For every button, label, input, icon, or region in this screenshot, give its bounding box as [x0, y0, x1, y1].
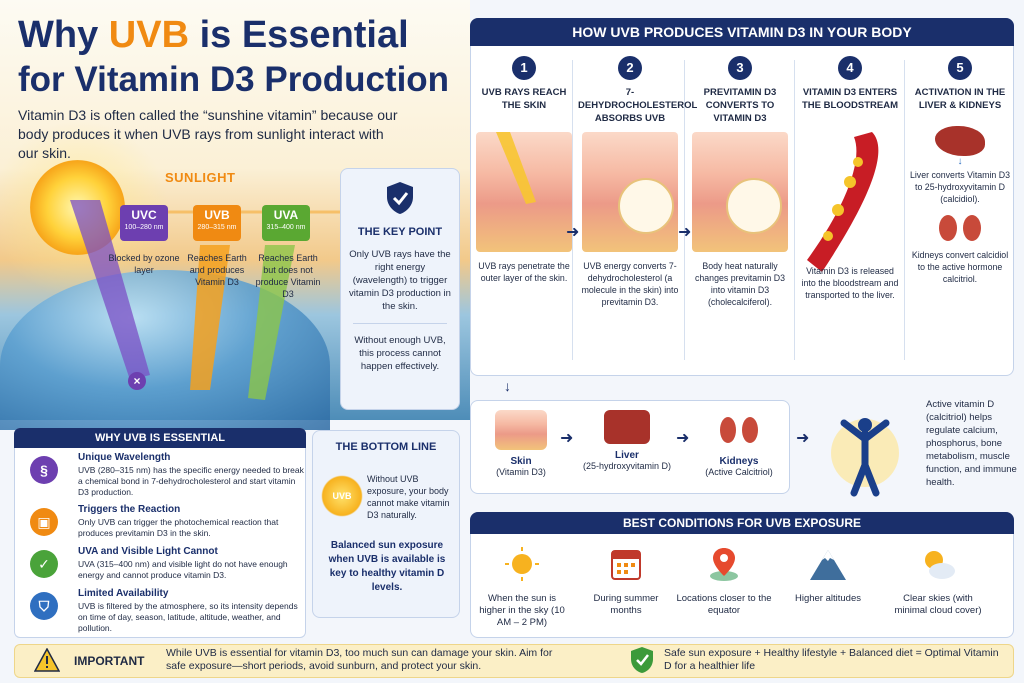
- shield-icon: ⛉: [30, 592, 58, 620]
- shield-check-icon: [631, 647, 653, 673]
- molecule-skin-illustration: [582, 132, 678, 252]
- arrow-right-icon: ➜: [566, 224, 580, 241]
- why-item: § Unique Wavelength UVB (280–315 nm) has…: [26, 452, 306, 497]
- step-number: 3: [728, 56, 752, 80]
- step-1: 1 UVB RAYS REACH THE SKIN UVB rays penet…: [472, 56, 576, 284]
- step-desc: Vitamin D3 is released into the bloodstr…: [801, 266, 899, 300]
- step-2: 2 7-DEHYDROCHOLESTEROL ABSORBS UVB UVB e…: [578, 56, 698, 308]
- best-conditions-title: BEST CONDITIONS FOR UVB EXPOSURE: [470, 512, 1014, 534]
- band-uva-note: Reaches Earth but does not produce Vitam…: [255, 253, 321, 299]
- page-title-line2: for Vitamin D3 Production: [18, 60, 450, 99]
- why-item: ✓ UVA and Visible Light Cannot UVA (315–…: [26, 546, 306, 590]
- mountain-icon: [810, 550, 846, 580]
- step-desc: UVB energy converts 7-dehydrocholesterol…: [581, 261, 679, 307]
- title-highlight: UVB: [108, 14, 190, 56]
- uva-ray: [248, 245, 295, 400]
- step-5: 5 ACTIVATION IN THE LIVER & KIDNEYS ↓ Li…: [908, 56, 1012, 285]
- why-uvb-title: WHY UVB IS ESSENTIAL: [14, 428, 306, 448]
- blood-vessel-illustration: [807, 132, 879, 272]
- bottom-line-text: Without UVB exposure, your body cannot m…: [367, 474, 450, 520]
- arrow-right-icon: ➜: [678, 224, 692, 241]
- why-item: ▣ Triggers the Reaction Only UVB can tri…: [26, 504, 306, 548]
- vitamin-d3-skin-illustration: [692, 132, 788, 252]
- bottom-line-title: THE BOTTOM LINE: [335, 441, 437, 453]
- page-title: Why UVB is Essential: [18, 14, 409, 56]
- key-point-card: THE KEY POINT Only UVB rays have the rig…: [340, 168, 460, 410]
- healthy-formula-text: Safe sun exposure + Healthy lifestyle + …: [664, 647, 999, 672]
- check-icon: ✓: [30, 550, 58, 578]
- skin-icon: [495, 410, 547, 450]
- key-point-text: Only UVB rays have the right energy (wav…: [349, 249, 451, 312]
- uvb-ray: [190, 245, 230, 390]
- step-desc: UVB rays penetrate the outer layer of th…: [478, 261, 570, 283]
- kidney-desc: Kidneys convert calcidiol to the active …: [911, 250, 1009, 284]
- map-pin-icon: [710, 548, 738, 581]
- partly-cloudy-icon: [925, 551, 955, 579]
- band-uvc-note: Blocked by ozone layer: [108, 253, 180, 275]
- condition-item: Clear skies (with minimal cloud cover): [890, 546, 986, 617]
- skin-uvb-illustration: [476, 132, 572, 252]
- step-number: 4: [838, 56, 862, 80]
- step-title: ACTIVATION IN THE LIVER & KIDNEYS: [914, 87, 1006, 111]
- bottom-line-card: THE BOTTOM LINE UVB Without UVB exposure…: [312, 430, 460, 618]
- sunlight-label: SUNLIGHT: [165, 170, 236, 185]
- step-number: 1: [512, 56, 536, 80]
- condition-item: When the sun is higher in the sky (10 AM…: [474, 546, 570, 629]
- calcitriol-benefits: Active vitamin D (calcitriol) helps regu…: [926, 399, 1017, 488]
- step-number: 5: [948, 56, 972, 80]
- uv-rays-illustration: [70, 200, 345, 400]
- step-title: VITAMIN D3 ENTERS THE BLOODSTREAM: [801, 87, 899, 111]
- step-title: PREVITAMIN D3 CONVERTS TO VITAMIN D3: [703, 87, 777, 124]
- calendar-icon: [611, 550, 641, 580]
- flow-liver: Liver (25-hydroxyvitamin D): [582, 410, 672, 471]
- intro-text: Vitamin D3 is often called the “sunshine…: [18, 107, 398, 161]
- why-uvb-panel: [14, 428, 306, 638]
- step-number: 2: [618, 56, 642, 80]
- how-uvb-title: HOW UVB PRODUCES VITAMIN D3 IN YOUR BODY: [470, 18, 1014, 46]
- liver-icon: [935, 126, 985, 156]
- band-uvb-note: Reaches Earth and produces Vitamin D3: [187, 253, 247, 287]
- important-text: While UVB is essential for vitamin D3, t…: [166, 647, 553, 672]
- flow-skin: Skin (Vitamin D3): [476, 410, 566, 477]
- flow-kidneys: Kidneys (Active Calcitriol): [694, 410, 784, 477]
- key-point-warning: Without enough UVB, this process cannot …: [354, 335, 446, 372]
- step-title: UVB RAYS REACH THE SKIN: [481, 87, 567, 111]
- arrow-right-icon: ➜: [796, 430, 810, 447]
- healthy-person-icon: [831, 418, 899, 497]
- bottom-line-conclusion: Balanced sun exposure when UVB is availa…: [328, 540, 446, 593]
- step-3: 3 PREVITAMIN D3 CONVERTS TO VITAMIN D3 B…: [688, 56, 792, 308]
- important-banner: [14, 644, 1014, 678]
- lock-icon: ▣: [30, 508, 58, 536]
- condition-item: During summer months: [578, 546, 674, 617]
- condition-item: Locations closer to the equator: [676, 546, 772, 617]
- step-title: 7-DEHYDROCHOLESTEROL ABSORBS UVB: [578, 87, 698, 124]
- uvc-ray: [70, 200, 150, 380]
- arrow-down-icon: ↓: [504, 378, 511, 394]
- key-point-title: THE KEY POINT: [357, 226, 443, 238]
- kidneys-icon: [908, 215, 1012, 241]
- kidneys-icon: [694, 410, 784, 450]
- step-desc: Body heat naturally changes previtamin D…: [695, 261, 785, 307]
- blocked-x-icon: ×: [128, 372, 146, 390]
- liver-desc: Liver converts Vitamin D3 to 25-hydroxyv…: [909, 170, 1011, 204]
- liver-icon: [604, 410, 650, 444]
- arrow-right-icon: ➜: [560, 430, 574, 447]
- dna-icon: §: [30, 456, 58, 484]
- condition-item: Higher altitudes: [780, 546, 876, 605]
- uvb-sun-icon: UVB: [321, 475, 363, 517]
- step-4: 4 VITAMIN D3 ENTERS THE BLOODSTREAM Vita…: [798, 56, 902, 301]
- shield-check-icon: [387, 182, 413, 214]
- important-label: IMPORTANT: [74, 654, 145, 668]
- sun-icon: [505, 547, 539, 581]
- why-item: ⛉ Limited Availability UVB is filtered b…: [26, 588, 306, 633]
- arrow-right-icon: ➜: [676, 430, 690, 447]
- warning-icon: [34, 648, 60, 672]
